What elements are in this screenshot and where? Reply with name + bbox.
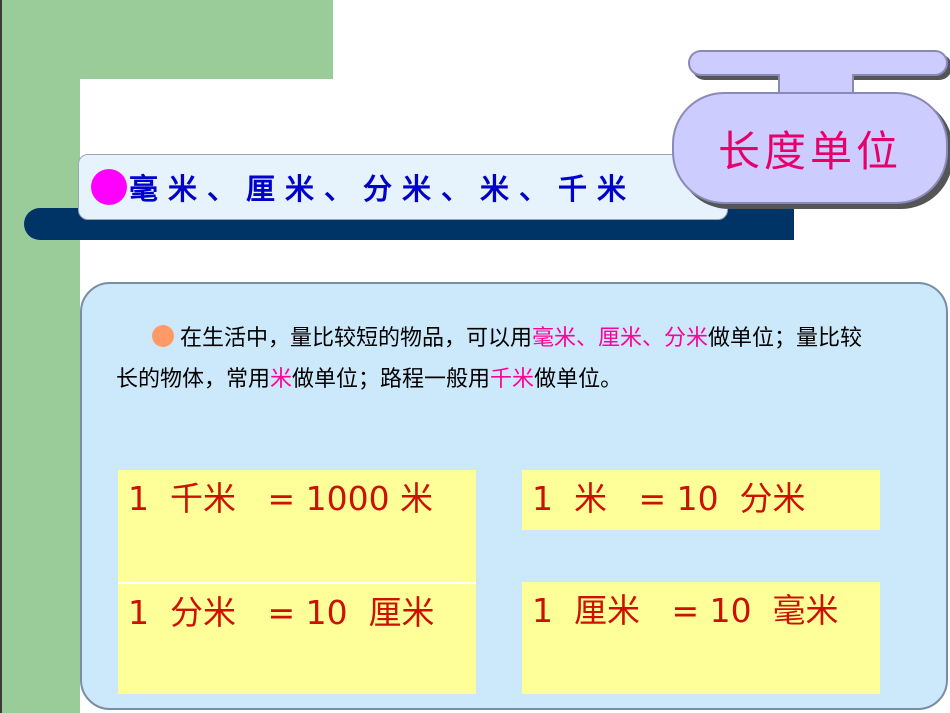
equation-dm: 1 分米 = 10 厘米 <box>118 582 476 694</box>
equation-km-text: 1 千米 = 1000 米 <box>128 479 434 518</box>
para-highlight-1: 毫米、厘米、分米 <box>532 326 709 351</box>
equation-dm-text: 1 分米 = 10 厘米 <box>128 593 435 632</box>
sign-post <box>778 74 854 94</box>
para-text-2: 做单位；量比较长的物体，常用 <box>116 326 863 392</box>
intro-paragraph: 在生活中，量比较短的物品，可以用毫米、厘米、分米做单位；量比较长的物体，常用米做… <box>116 318 876 400</box>
left-green-bar <box>0 0 80 713</box>
equation-m: 1 米 = 10 分米 <box>522 470 880 530</box>
para-text-4: 做单位。 <box>534 367 623 392</box>
orange-bullet-icon <box>152 325 174 347</box>
top-green-block <box>0 0 333 79</box>
para-text-3: 做单位；路程一般用 <box>292 367 491 392</box>
title-sign: 长度单位 <box>672 92 948 204</box>
sign-top-bar <box>688 50 948 76</box>
para-text-1: 在生活中，量比较短的物品，可以用 <box>180 326 533 351</box>
equation-cm-text: 1 厘米 = 10 毫米 <box>532 591 839 630</box>
page-title: 长度单位 <box>717 126 902 176</box>
magenta-bullet-icon <box>91 169 127 205</box>
para-highlight-3: 千米 <box>490 367 535 392</box>
para-highlight-2: 米 <box>270 367 293 392</box>
heading-box: 毫米、厘米、分米、米、千米 <box>78 154 728 220</box>
content-panel: 在生活中，量比较短的物品，可以用毫米、厘米、分米做单位；量比较长的物体，常用米做… <box>80 282 948 710</box>
equation-km: 1 千米 = 1000 米 <box>118 470 476 582</box>
equation-cm: 1 厘米 = 10 毫米 <box>522 582 880 694</box>
heading-text: 毫米、厘米、分米、米、千米 <box>129 172 637 206</box>
equation-m-text: 1 米 = 10 分米 <box>532 479 806 518</box>
